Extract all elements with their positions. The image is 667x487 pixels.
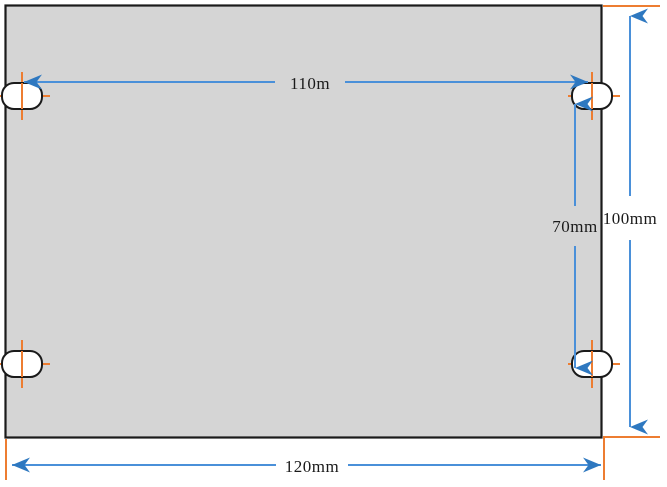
dimension-plate-width: 120mm	[12, 457, 601, 476]
plate-body	[4, 4, 603, 439]
dimension-hole-spacing-vertical: 70mm	[552, 96, 597, 376]
plate-outline	[4, 4, 603, 439]
dimension-label-100: 100mm	[603, 209, 657, 228]
dimension-hole-spacing-horizontal: 110m	[24, 74, 588, 93]
dimension-label-110: 110m	[290, 74, 330, 93]
extension-lines	[5, 5, 660, 480]
dimension-plate-height: 100mm	[603, 8, 657, 435]
dimension-label-70: 70mm	[552, 217, 597, 236]
dimension-label-120: 120mm	[285, 457, 339, 476]
